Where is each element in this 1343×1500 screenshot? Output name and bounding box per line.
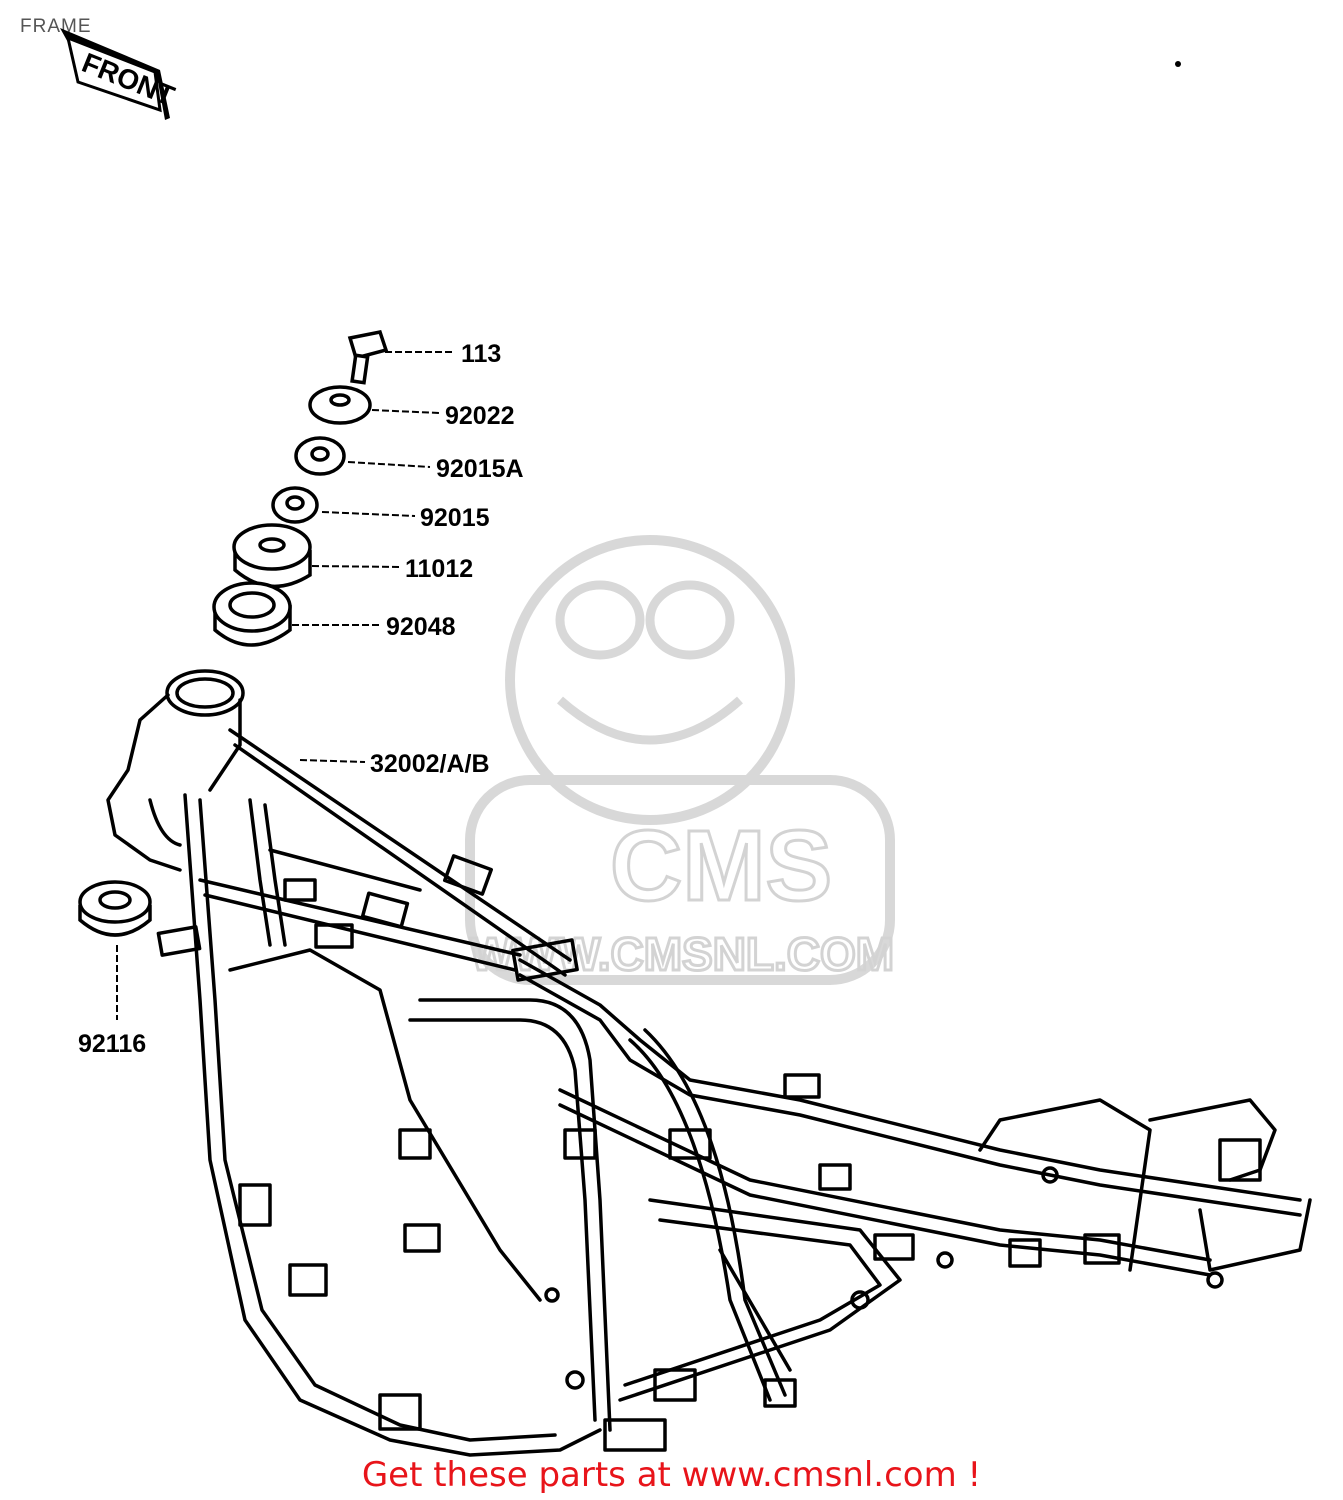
callout-11012: 11012 [405,555,473,583]
callout-113: 113 [461,340,501,368]
bearing-92048 [212,581,292,647]
bolt-113 [347,329,389,385]
front-tag: FRONT [60,28,179,120]
callout-92048: 92048 [386,613,456,641]
race-11012 [232,523,312,588]
page-title: FRAME [20,16,92,37]
front-tag-label: FRONT [78,47,179,112]
speck-mark [1175,61,1181,67]
watermark: CMS WWW.CMSNL.COM [465,535,896,985]
leader-lines [116,351,455,1020]
callout-92015: 92015 [420,504,490,532]
lockwasher-92015 [271,486,319,524]
watermark-goggle-right [645,580,735,660]
seal-92116 [78,880,152,937]
lockwasher-92015a [294,436,346,476]
watermark-goggle-left [555,580,645,660]
motorcycle-frame [106,669,1312,1457]
watermark-brand: CMS [610,810,832,922]
callout-92116: 92116 [78,1030,146,1058]
callout-92015a: 92015A [436,455,524,483]
washer-92022 [308,385,372,425]
footer-cta-link[interactable]: Get these parts at www.cmsnl.com ! [361,1455,982,1495]
watermark-mascot-head [505,535,795,825]
callout-32002: 32002/A/B [370,750,490,778]
callout-92022: 92022 [445,402,515,430]
